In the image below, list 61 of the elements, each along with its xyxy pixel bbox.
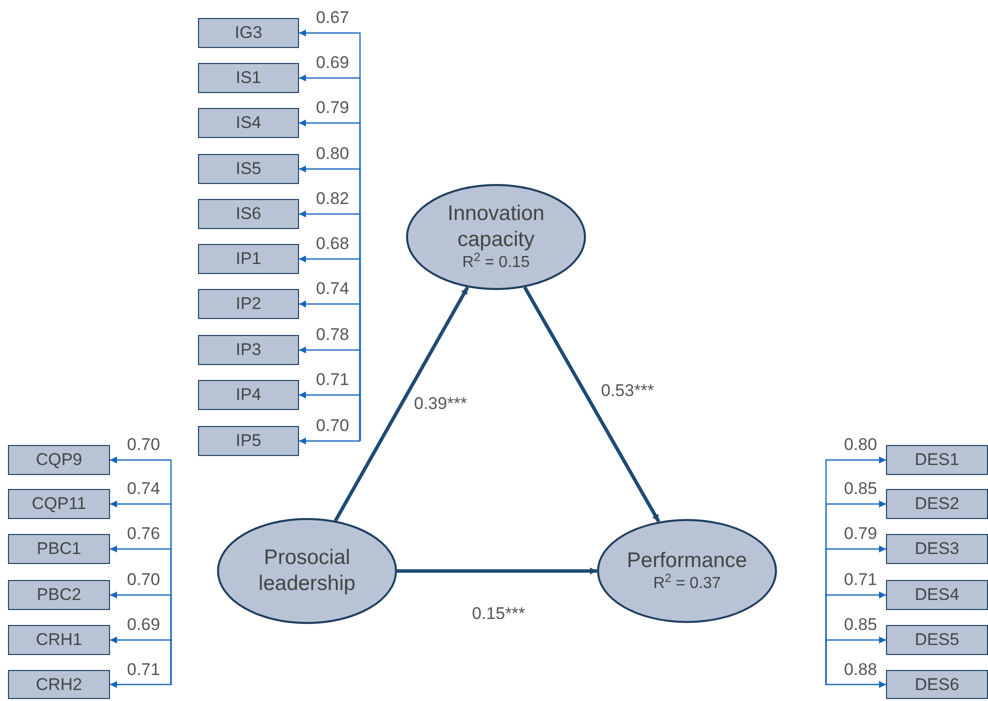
indicator-box: DES6 <box>886 670 988 699</box>
edge-label: 0.79 <box>844 524 878 544</box>
construct-label: Innovation capacity <box>446 201 546 252</box>
indicator-box: PBC1 <box>8 534 110 564</box>
indicator-box: PBC2 <box>8 580 110 610</box>
indicator-box: DES5 <box>886 625 988 655</box>
edge-label: 0.82 <box>316 189 350 209</box>
edge-label: 0.88 <box>844 660 878 680</box>
arrow <box>825 681 886 688</box>
edge-label: 0.71 <box>127 660 160 680</box>
construct-label: Prosocial leadership <box>258 545 356 597</box>
arrow <box>299 438 361 444</box>
indicator-box: IS4 <box>198 108 299 138</box>
indicator-box: CQP9 <box>8 445 110 475</box>
r-squared-label: R$^{2}$ = 0.15 <box>462 253 530 273</box>
indicator-box: DES1 <box>886 445 988 475</box>
edge-label: 0.80 <box>844 435 878 455</box>
indicator-box: CQP11 <box>8 489 110 519</box>
indicator-box: IP4 <box>198 380 299 410</box>
indicator-box: IP2 <box>198 289 299 319</box>
arrow <box>825 636 886 685</box>
edge-label: 0.80 <box>316 144 350 164</box>
indicator-box: IS1 <box>198 63 299 93</box>
indicator-box: DES4 <box>886 580 988 610</box>
arrow <box>397 568 597 574</box>
indicator-box: IG3 <box>198 18 299 48</box>
arrow <box>299 392 361 441</box>
edge-label: 0.74 <box>316 279 350 299</box>
edge-label: 0.68 <box>316 234 350 254</box>
arrow <box>523 286 660 522</box>
edge-label: 0.39*** <box>414 394 467 414</box>
edge-label: 0.67 <box>316 8 350 28</box>
edge-label: 0.85 <box>844 479 878 499</box>
edge-label: 0.79 <box>316 98 350 118</box>
edge-label: 0.70 <box>127 435 160 455</box>
edge-label: 0.53*** <box>601 381 654 401</box>
indicator-box: DES3 <box>886 534 988 564</box>
indicator-box: IP3 <box>198 335 299 365</box>
r-squared-label: R$^{2}$ = 0.37 <box>653 574 721 594</box>
indicator-box: IP5 <box>198 426 299 456</box>
edge-label: 0.71 <box>844 570 878 590</box>
indicator-box: IP1 <box>198 244 299 274</box>
arrow <box>110 636 172 685</box>
indicator-box: IS5 <box>198 154 299 184</box>
edge-label: 0.70 <box>127 570 160 590</box>
edge-label: 0.71 <box>316 370 350 390</box>
edge-label: 0.76 <box>127 524 160 544</box>
indicator-box: CRH2 <box>8 670 110 699</box>
edge-label: 0.70 <box>316 416 350 436</box>
edge-label: 0.69 <box>316 53 350 73</box>
construct-label: Performance <box>626 548 748 574</box>
edge-label: 0.69 <box>127 615 160 635</box>
arrow <box>110 681 172 688</box>
indicator-box: IS6 <box>198 199 299 229</box>
indicator-box: CRH1 <box>8 625 110 655</box>
edge-label: 0.85 <box>844 615 878 635</box>
edge-label: 0.15*** <box>472 604 525 624</box>
edge-label: 0.74 <box>127 479 160 499</box>
edge-label: 0.78 <box>316 325 350 345</box>
indicator-box: DES2 <box>886 489 988 519</box>
arrow <box>334 286 470 522</box>
